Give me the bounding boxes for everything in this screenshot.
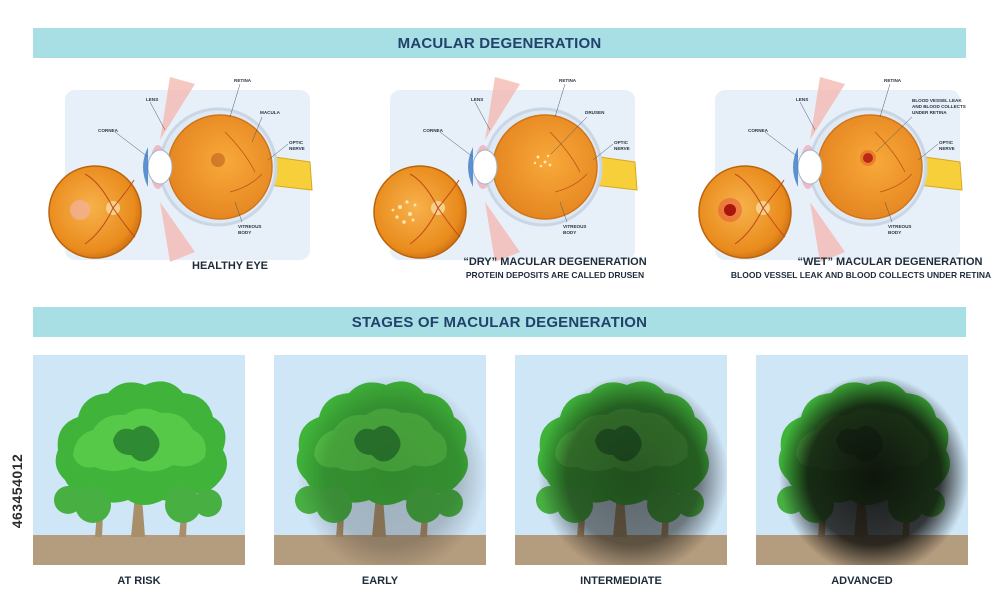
label-drusen: DRUSEN	[585, 110, 605, 115]
label-body: BODY	[888, 230, 901, 235]
vision-loss-blur	[297, 375, 486, 565]
vision-loss-blur	[538, 375, 727, 565]
eye-diagram-wet: LENS CORNEA RETINA BLOOD VESSEL LEAK AND…	[698, 77, 966, 262]
label-blood-leak-3: UNDER RETINA	[912, 110, 947, 115]
label-cornea: CORNEA	[98, 128, 119, 133]
label-cornea: CORNEA	[423, 128, 444, 133]
eye-panel-wet: LENS CORNEA RETINA BLOOD VESSEL LEAK AND…	[680, 62, 980, 277]
label-macula: MACULA	[260, 110, 281, 115]
eye-panel-dry: LENS CORNEA RETINA DRUSEN OPTIC NERVE VI…	[355, 62, 655, 277]
label-blood-leak-2: AND BLOOD COLLECTS	[912, 104, 966, 109]
stage-label-at-risk: AT RISK	[117, 575, 161, 587]
vision-loss-blur	[56, 375, 245, 565]
stage-scene-intermediate	[515, 355, 727, 565]
side-id-text: 463454012	[9, 453, 25, 529]
label-nerve: NERVE	[614, 146, 630, 151]
label-retina: RETINA	[884, 78, 902, 83]
label-retina: RETINA	[559, 78, 577, 83]
label-optic: OPTIC	[939, 140, 954, 145]
label-lens: LENS	[471, 97, 483, 102]
caption-wet-md: “WET” MACULAR DEGENERATION	[797, 256, 983, 268]
stage-label-advanced: ADVANCED	[831, 575, 893, 587]
caption-dry-md: “DRY” MACULAR DEGENERATION	[463, 256, 647, 268]
label-vitreous: VITREOUS	[563, 224, 586, 229]
vision-loss-blur	[779, 375, 968, 565]
label-body: BODY	[238, 230, 251, 235]
label-vitreous: VITREOUS	[888, 224, 911, 229]
label-lens: LENS	[796, 97, 808, 102]
label-nerve: NERVE	[939, 146, 955, 151]
banner-macular-degeneration: MACULAR DEGENERATION	[33, 28, 966, 58]
stage-panel-advanced	[756, 355, 968, 565]
eye-panel-healthy: LENS CORNEA RETINA MACULA OPTIC NERVE VI…	[30, 62, 330, 277]
label-vitreous: VITREOUS	[238, 224, 261, 229]
subcaption-dry-md: PROTEIN DEPOSITS ARE CALLED DRUSEN	[465, 270, 645, 280]
label-optic: OPTIC	[289, 140, 304, 145]
label-optic: OPTIC	[614, 140, 629, 145]
banner-stages: STAGES OF MACULAR DEGENERATION	[33, 307, 966, 337]
stage-label-early: EARLY	[361, 575, 399, 587]
caption-healthy-eye: HEALTHY EYE	[192, 260, 268, 272]
stage-panel-early	[274, 355, 486, 565]
label-cornea: CORNEA	[748, 128, 769, 133]
stage-scene-at-risk	[33, 355, 245, 565]
subcaption-wet-md: BLOOD VESSEL LEAK AND BLOOD COLLECTS UND…	[730, 270, 992, 280]
eye-diagram-healthy: LENS CORNEA RETINA MACULA OPTIC NERVE VI…	[48, 77, 313, 262]
label-nerve: NERVE	[289, 146, 305, 151]
stage-panel-at-risk	[33, 355, 245, 565]
label-blood-leak-1: BLOOD VESSEL LEAK	[912, 98, 962, 103]
stage-label-intermediate: INTERMEDIATE	[580, 575, 662, 587]
eye-diagram-dry: LENS CORNEA RETINA DRUSEN OPTIC NERVE VI…	[373, 77, 638, 262]
stage-panel-intermediate	[515, 355, 727, 565]
stage-scene-early	[274, 355, 486, 565]
label-lens: LENS	[146, 97, 158, 102]
stage-scene-advanced	[756, 355, 968, 565]
side-id: 463454012	[6, 378, 28, 608]
label-retina: RETINA	[234, 78, 252, 83]
label-body: BODY	[563, 230, 576, 235]
